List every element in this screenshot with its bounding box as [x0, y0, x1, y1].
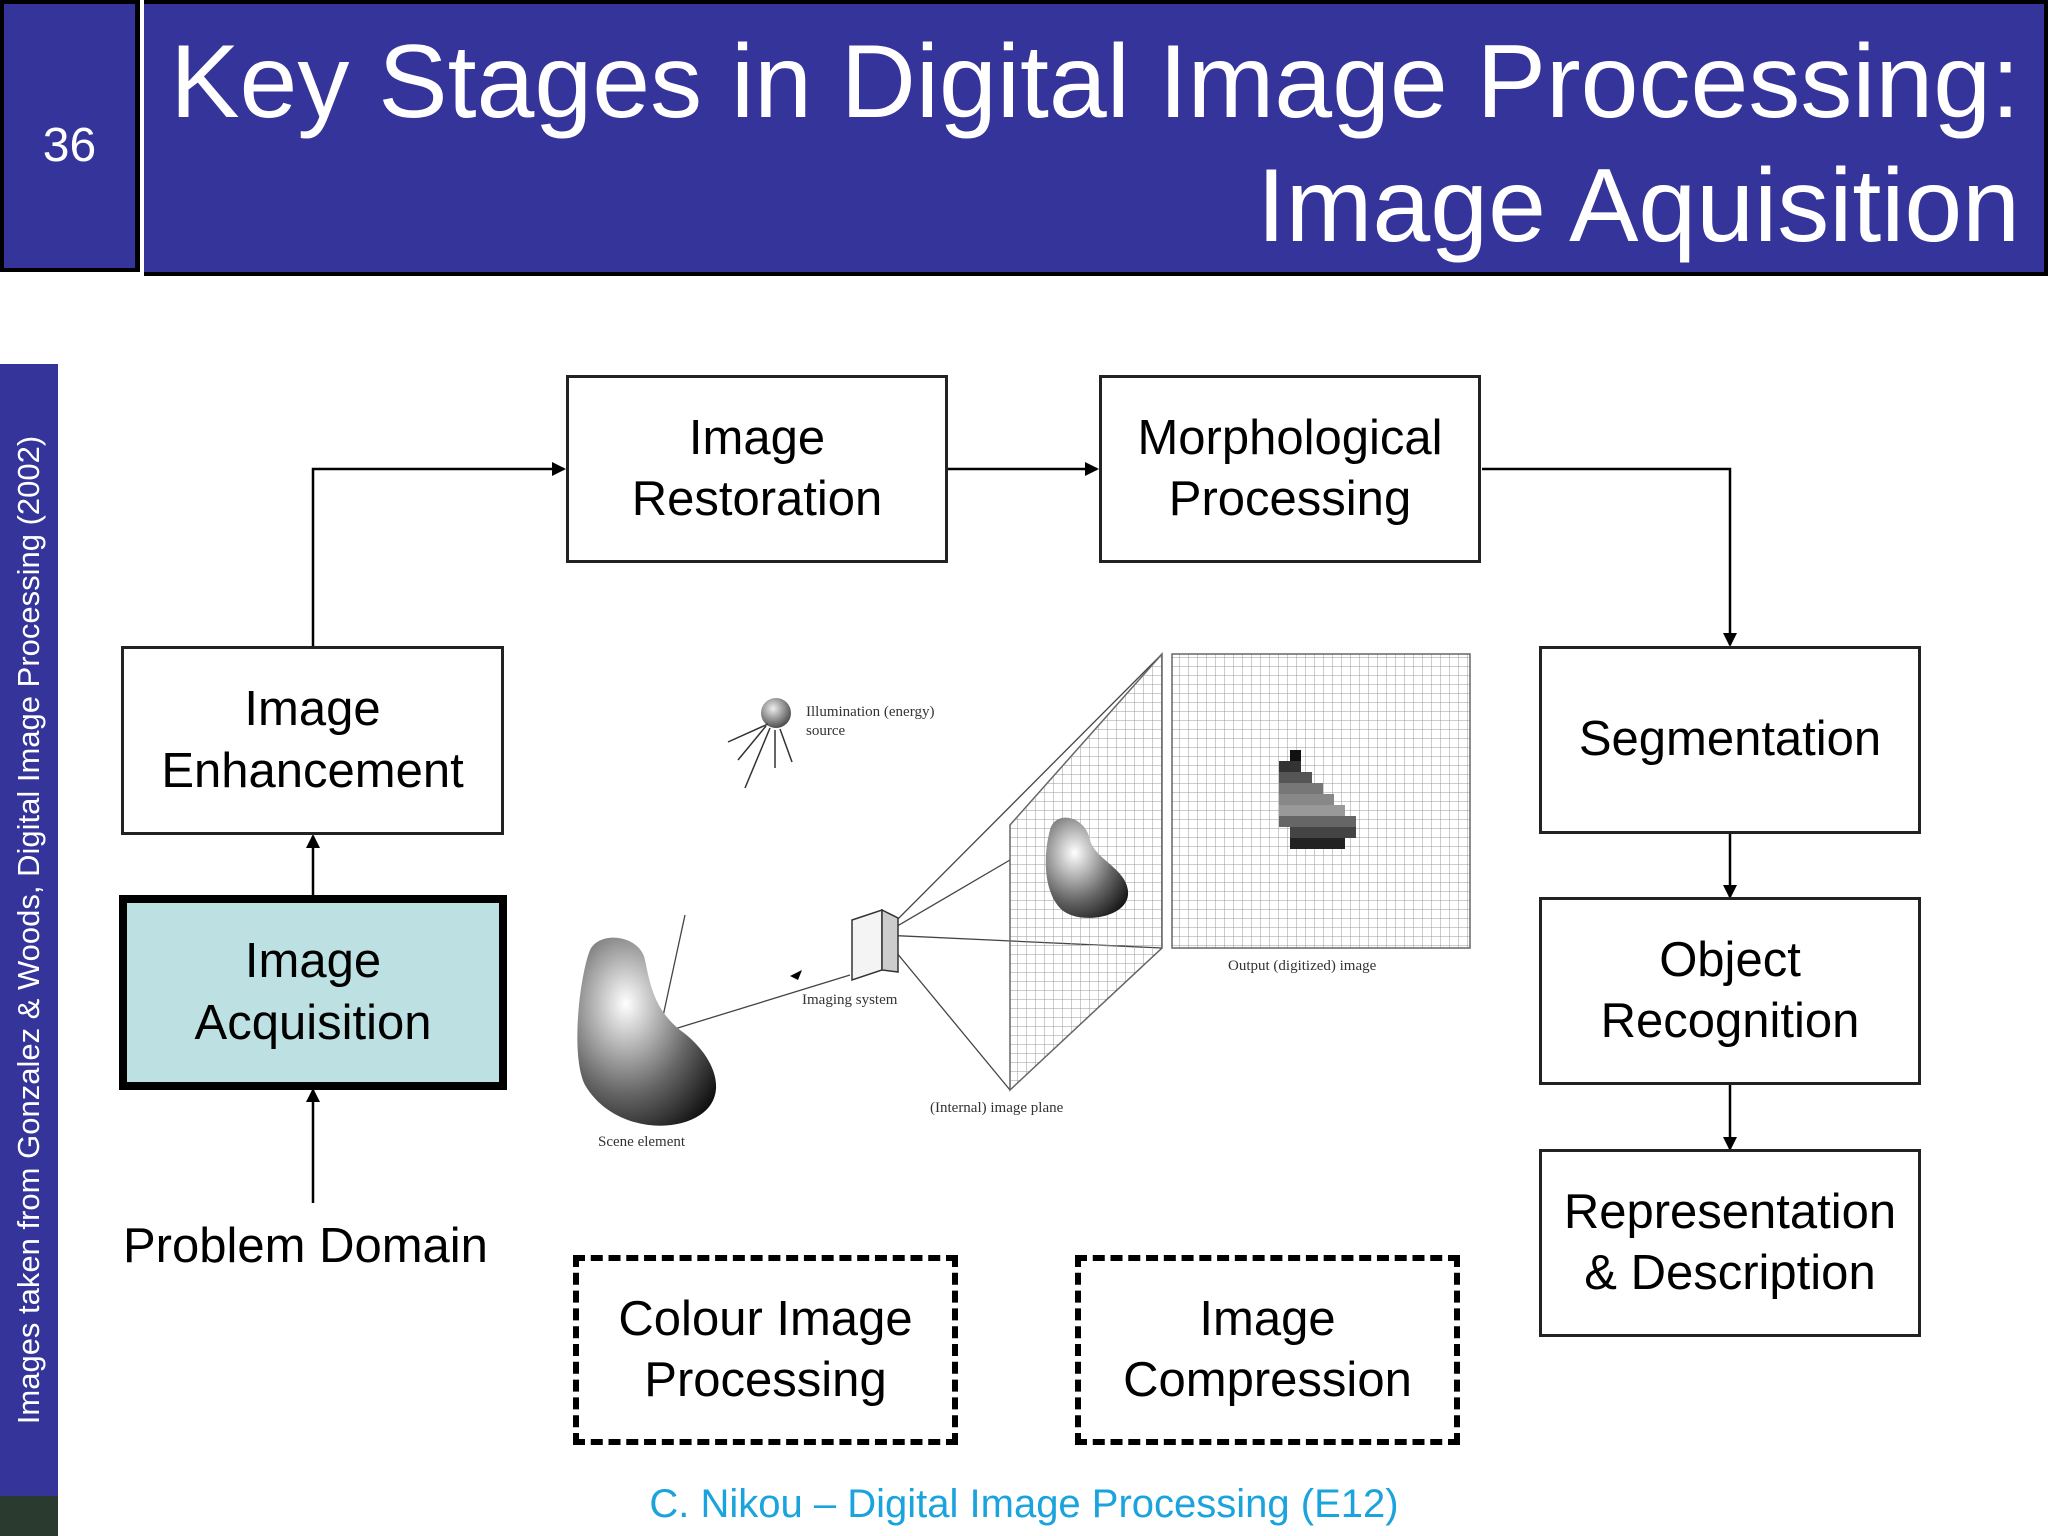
slide-number-panel: 36	[0, 0, 140, 272]
stage-label: Object Recognition	[1600, 932, 1860, 1048]
stage-label: Colour Image Processing	[618, 1291, 913, 1407]
label-illumination: Illumination (energy)	[806, 704, 934, 720]
stage-label: Segmentation	[1578, 712, 1882, 767]
problem-domain-label: Problem Domain	[123, 1219, 488, 1273]
slide-title-line-2: Image Aquisition	[1256, 148, 2020, 264]
slide-title-line-1: Key Stages in Digital Image Processing:	[170, 24, 2020, 140]
stage-object-recognition[interactable]: Object Recognition	[1539, 897, 1921, 1085]
stage-morphological-processing[interactable]: Morphological Processing	[1099, 375, 1481, 563]
digitized-blob	[1279, 750, 1356, 849]
stage-image-compression[interactable]: Image Compression	[1075, 1255, 1460, 1445]
stage-label: Morphological Processing	[1137, 410, 1443, 526]
scene-element-blob	[577, 937, 717, 1126]
side-credit-strip: Images taken from Gonzalez & Woods, Digi…	[0, 364, 58, 1496]
illumination-source-icon	[761, 698, 791, 728]
label-output-image: Output (digitized) image	[1228, 958, 1377, 974]
arrow-to-camera	[790, 970, 802, 980]
label-image-plane: (Internal) image plane	[930, 1100, 1064, 1116]
label-imaging-system: Imaging system	[802, 992, 898, 1008]
stage-image-acquisition[interactable]: Image Acquisition	[119, 895, 507, 1090]
arrow-morphological-to-segmentation	[1482, 467, 1737, 647]
projected-blob	[1045, 817, 1129, 918]
stage-label: Representation & Description	[1563, 1184, 1897, 1300]
stage-label: Image Acquisition	[194, 934, 432, 1050]
stage-image-restoration[interactable]: Image Restoration	[566, 375, 948, 563]
label-source: source	[806, 723, 845, 739]
stage-label: Image Compression	[1123, 1291, 1412, 1407]
acquisition-figure: Illumination (energy) source	[577, 652, 1471, 1150]
stage-segmentation[interactable]: Segmentation	[1539, 646, 1921, 834]
label-scene-element: Scene element	[598, 1134, 686, 1150]
stage-colour-image-processing[interactable]: Colour Image Processing	[573, 1255, 958, 1445]
title-banner: Key Stages in Digital Image Processing: …	[144, 0, 2048, 276]
slide-number: 36	[42, 119, 97, 172]
stage-image-enhancement[interactable]: Image Enhancement	[121, 646, 504, 835]
camera-icon	[851, 908, 899, 982]
stage-label: Image Enhancement	[161, 682, 464, 798]
arrow-enhancement-to-restoration	[311, 462, 566, 646]
stage-label: Image Restoration	[631, 410, 883, 526]
logo-thumbnail	[0, 1496, 58, 1536]
slide-footer: C. Nikou – Digital Image Processing (E12…	[649, 1482, 1399, 1526]
light-rays	[727, 723, 793, 789]
stage-representation-description[interactable]: Representation & Description	[1539, 1149, 1921, 1337]
